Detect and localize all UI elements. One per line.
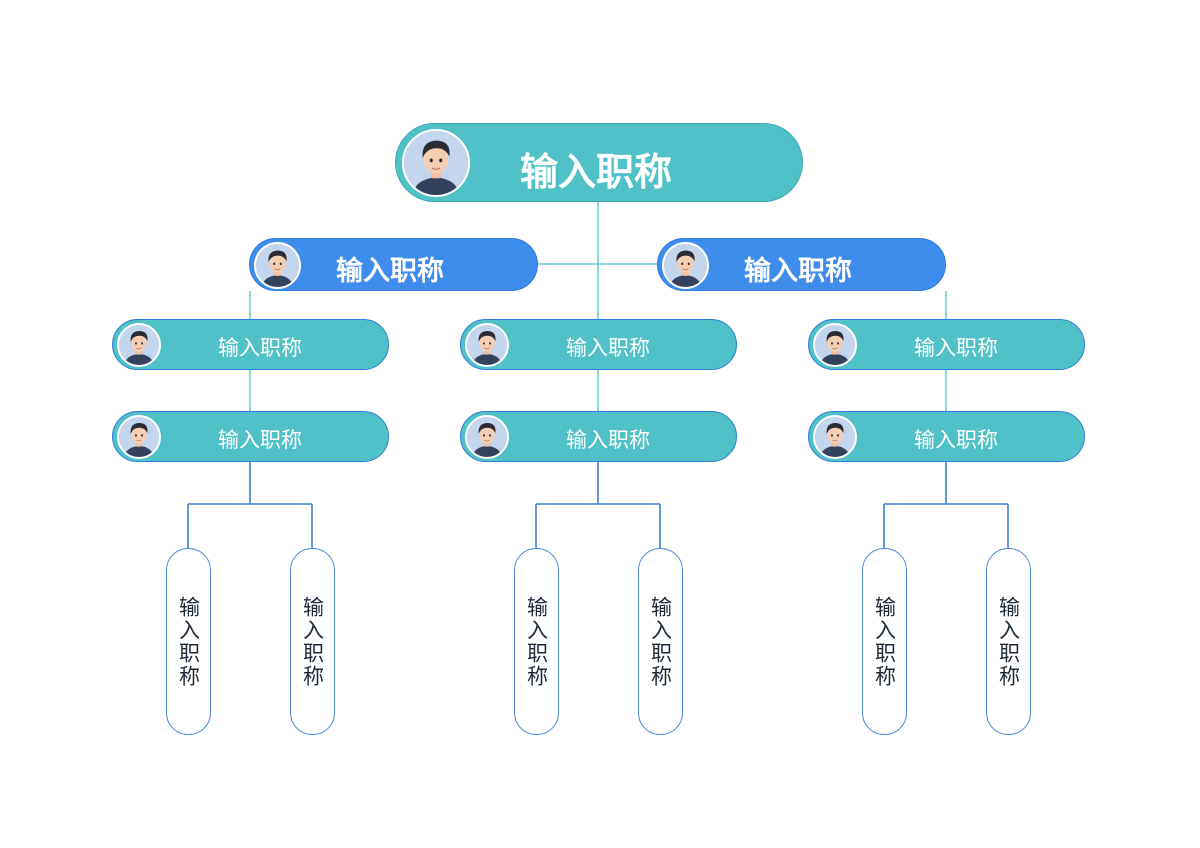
leaf-title: 输入职称: [176, 595, 201, 688]
leaf-node[interactable]: 输入职称: [290, 548, 335, 735]
leaf-title: 输入职称: [996, 595, 1021, 688]
leaf-title: 输入职称: [300, 595, 325, 688]
person-avatar-icon: [117, 415, 161, 459]
person-avatar-icon: [117, 323, 161, 367]
leaf-title: 输入职称: [648, 595, 673, 688]
root-node[interactable]: 输入职称: [395, 123, 803, 202]
leaf-node[interactable]: 输入职称: [514, 548, 559, 735]
leaf-title: 输入职称: [524, 595, 549, 688]
staff-node[interactable]: 输入职称: [460, 319, 737, 370]
manager-node[interactable]: 输入职称: [657, 238, 946, 291]
person-avatar-icon: [813, 323, 857, 367]
manager-title: 输入职称: [336, 256, 444, 287]
staff-title: 输入职称: [218, 428, 302, 452]
manager-node[interactable]: 输入职称: [249, 238, 538, 291]
person-avatar-icon: [662, 242, 709, 289]
manager-title: 输入职称: [744, 256, 852, 287]
leaf-node[interactable]: 输入职称: [986, 548, 1031, 735]
person-avatar-icon: [402, 129, 470, 197]
root-title: 输入职称: [520, 150, 673, 194]
staff-title: 输入职称: [914, 336, 998, 360]
staff-node[interactable]: 输入职称: [808, 319, 1085, 370]
staff-title: 输入职称: [566, 336, 650, 360]
staff-title: 输入职称: [914, 428, 998, 452]
leaf-title: 输入职称: [872, 595, 897, 688]
staff-node[interactable]: 输入职称: [808, 411, 1085, 462]
staff-title: 输入职称: [218, 336, 302, 360]
leaf-node[interactable]: 输入职称: [166, 548, 211, 735]
leaf-node[interactable]: 输入职称: [862, 548, 907, 735]
staff-node[interactable]: 输入职称: [112, 319, 389, 370]
person-avatar-icon: [465, 415, 509, 459]
person-avatar-icon: [254, 242, 301, 289]
person-avatar-icon: [465, 323, 509, 367]
staff-node[interactable]: 输入职称: [112, 411, 389, 462]
staff-title: 输入职称: [566, 428, 650, 452]
staff-node[interactable]: 输入职称: [460, 411, 737, 462]
person-avatar-icon: [813, 415, 857, 459]
leaf-node[interactable]: 输入职称: [638, 548, 683, 735]
